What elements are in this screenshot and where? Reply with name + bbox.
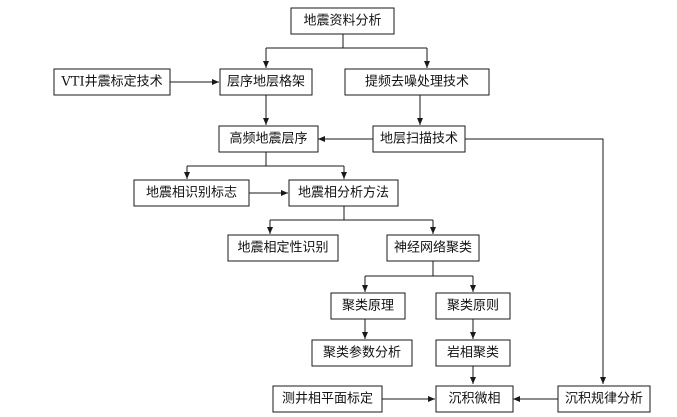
edge-nn-split — [365, 261, 473, 277]
node-label: 测井相平面标定 — [282, 392, 373, 407]
node-strata-scan: 地层扫描技术 — [372, 125, 466, 153]
edges — [170, 34, 606, 402]
node-microfacies: 沉积微相 — [435, 385, 514, 413]
node-label: 提频去噪处理技术 — [365, 74, 469, 90]
node-label: VTI井震标定技术 — [60, 75, 162, 90]
node-label: 沉积规律分析 — [565, 392, 643, 407]
edge-analysis-split — [266, 34, 427, 49]
node-label: 层序地层格架 — [227, 74, 305, 90]
node-hf-sequence: 高频地震层序 — [218, 125, 319, 153]
node-label: 地震相分析方法 — [298, 185, 389, 201]
node-label: 岩相聚类 — [447, 346, 499, 361]
node-label: 聚类参数分析 — [323, 345, 401, 361]
node-cluster-rules: 聚类原则 — [435, 292, 511, 320]
node-label: 地震相定性识别 — [237, 241, 328, 256]
edge-method-split — [270, 206, 433, 221]
node-nn-clustering: 神经网络聚类 — [386, 234, 480, 262]
node-qualitative-id: 地震相定性识别 — [227, 234, 339, 262]
node-seismic-analysis: 地震资料分析 — [290, 7, 395, 35]
node-label: 沉积微相 — [448, 392, 500, 407]
node-label: 地层扫描技术 — [380, 132, 458, 147]
node-lithofacies-cluster: 岩相聚类 — [435, 339, 511, 367]
node-label: 神经网络聚类 — [394, 240, 472, 256]
node-label: 地震相识别标志 — [146, 186, 237, 201]
node-vti-calibration: VTI井震标定技术 — [53, 68, 171, 96]
node-facies-method: 地震相分析方法 — [288, 179, 399, 207]
node-sequence-framework: 层序地层格架 — [219, 68, 313, 96]
edge-scan-to-law — [465, 138, 606, 384]
edge-hf-split — [187, 152, 344, 167]
node-cluster-theory: 聚类原理 — [330, 292, 406, 320]
node-label: 高频地震层序 — [229, 131, 307, 147]
node-cluster-params: 聚类参数分析 — [311, 339, 413, 367]
node-deposition-law: 沉积规律分析 — [557, 385, 651, 413]
node-denoise: 提频去噪处理技术 — [344, 68, 490, 96]
node-label: 聚类原则 — [447, 299, 499, 314]
node-label: 聚类原理 — [342, 299, 394, 314]
node-label: 地震资料分析 — [303, 14, 381, 29]
node-well-calibration: 测井相平面标定 — [272, 385, 383, 413]
node-facies-markers: 地震相识别标志 — [133, 179, 250, 207]
